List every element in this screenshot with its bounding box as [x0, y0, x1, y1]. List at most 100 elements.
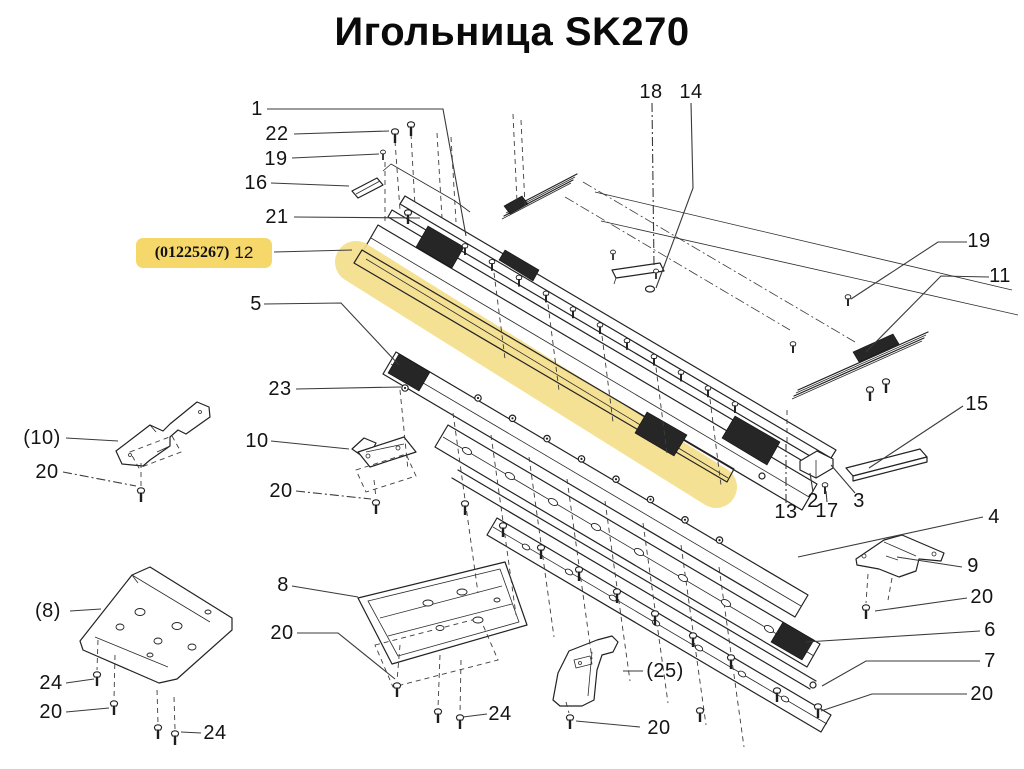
plate-hole — [153, 637, 163, 645]
leader-line — [825, 490, 828, 503]
leader-line — [295, 386, 402, 390]
projection-dash-line — [887, 577, 893, 601]
part-10-clamp — [351, 436, 417, 493]
screw-glyph — [569, 306, 577, 319]
screw-glyph — [844, 294, 852, 307]
leader-line — [655, 102, 694, 289]
plate-hole — [564, 568, 574, 576]
nut-glyph — [543, 434, 551, 443]
leader-line — [820, 693, 967, 712]
screw-glyph — [726, 654, 736, 669]
callout-label: 9 — [967, 555, 979, 577]
screw-glyph — [695, 707, 705, 722]
screw-glyph — [677, 369, 685, 382]
callout-label: 6 — [984, 619, 996, 641]
leader-line — [267, 108, 467, 237]
plate-hole — [493, 597, 501, 603]
screw-glyph — [406, 121, 416, 136]
callout-label: 19 — [967, 230, 991, 252]
part-number: (01225267) — [154, 244, 230, 261]
leader-line — [830, 464, 856, 494]
part-16-bar — [351, 177, 384, 199]
highlighted-part-label: (01225267) 12 — [136, 238, 272, 268]
callout-label: 8 — [277, 574, 289, 596]
page-title: Игольница SK270 — [334, 10, 690, 54]
leader-line — [868, 405, 964, 469]
callout-label: 1 — [251, 98, 263, 120]
projection-dash-line — [512, 113, 518, 203]
nut-glyph — [577, 455, 586, 463]
leader-line — [293, 216, 421, 219]
projection-dash-line — [547, 304, 560, 391]
plate-hole — [677, 573, 689, 583]
callout-label: 4 — [988, 506, 1000, 528]
plate-hole — [171, 622, 183, 630]
screw-glyph — [881, 378, 891, 393]
leader-line — [293, 130, 390, 135]
screw-glyph — [596, 322, 604, 335]
screw-glyph — [650, 353, 658, 366]
plate-hole — [504, 471, 516, 481]
part-18-bar — [611, 262, 665, 293]
leader-line — [805, 630, 981, 643]
screw-glyph — [574, 566, 584, 581]
screw-glyph — [488, 259, 496, 271]
callout-label: 20 — [270, 622, 294, 644]
plate-hole — [720, 598, 732, 608]
screw-glyph — [498, 522, 508, 537]
screw-glyph — [565, 714, 575, 729]
leader-line — [62, 471, 137, 487]
projection-dash-line — [520, 119, 526, 207]
callout-label: 14 — [679, 81, 703, 103]
plate-hole — [456, 588, 468, 596]
leader-line — [575, 720, 641, 728]
part-14-collar — [644, 285, 656, 293]
screw-glyph — [92, 671, 102, 686]
screw-glyph — [650, 610, 660, 625]
plate-hole — [547, 497, 559, 507]
plate-hole — [204, 609, 212, 615]
callout-label: 3 — [853, 490, 865, 512]
part-8-plate-left — [79, 566, 233, 684]
screw-glyph — [170, 730, 180, 745]
plate-hole — [422, 599, 434, 607]
leader-lines — [62, 102, 990, 734]
screw-glyph — [371, 499, 381, 514]
callout-label: 5 — [250, 293, 262, 315]
fastener-glyphs — [92, 113, 893, 748]
screw-glyph — [653, 268, 659, 279]
projection-dash-line — [394, 140, 401, 211]
plate-hole — [472, 616, 484, 624]
callout-label: 21 — [265, 206, 289, 228]
leader-line — [651, 102, 655, 267]
screw-glyph — [390, 128, 400, 143]
plate-hole — [590, 522, 602, 532]
callout-label: 20 — [970, 683, 994, 705]
plate-hole — [694, 644, 704, 652]
callout-label: 11 — [989, 265, 1011, 287]
callout-label: 20 — [35, 461, 59, 483]
projection-dash-line — [156, 689, 159, 724]
screw-glyph — [455, 714, 465, 729]
screw-glyph — [688, 632, 698, 647]
screw-glyph — [865, 386, 875, 401]
callout-label: 24 — [203, 722, 227, 744]
part-callout-number: 12 — [234, 243, 254, 262]
screw-glyph — [380, 149, 386, 160]
part-8-plate-middle — [357, 561, 528, 688]
leader-line — [69, 608, 102, 612]
leader-line — [850, 241, 967, 300]
callout-label: (10) — [23, 427, 61, 449]
plate-hole — [737, 670, 747, 678]
screw-glyph — [515, 274, 523, 287]
screw-glyph — [612, 588, 622, 603]
screw-glyph — [704, 385, 712, 398]
screw-glyph — [610, 249, 616, 260]
screw-glyph — [623, 338, 631, 350]
leader-line — [273, 249, 353, 253]
plate-hole — [521, 543, 531, 551]
plate-hole — [115, 623, 125, 631]
plate-hole — [134, 608, 146, 616]
nut-glyph — [646, 495, 655, 504]
screw-glyph — [861, 604, 871, 619]
